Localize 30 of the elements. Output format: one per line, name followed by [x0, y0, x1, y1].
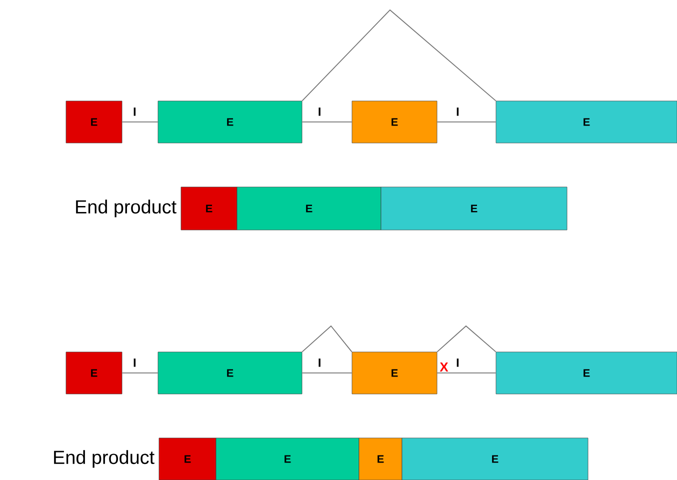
exon-box: E [216, 438, 360, 480]
row-label: End product [54, 450, 154, 468]
intron-line [122, 372, 158, 374]
edge-label: I [318, 108, 320, 116]
exon-box: E [66, 100, 122, 144]
exon-box: E [66, 352, 122, 394]
edge-label: I [134, 358, 136, 367]
splice-line [302, 9, 496, 102]
exon-box: E [496, 352, 677, 394]
edge-label: I [456, 108, 459, 116]
edge-label: I [134, 108, 136, 116]
mutation-mark: X [440, 362, 448, 372]
exon-box: E [352, 352, 438, 394]
exon-box: E [358, 438, 402, 480]
exon-box: E [158, 438, 216, 480]
row-label: End product [76, 200, 176, 218]
edge-label: I [456, 358, 459, 367]
splice-line [302, 325, 352, 352]
exon-box: E [380, 186, 568, 230]
exon-box: E [402, 438, 588, 480]
exon-box: E [352, 100, 438, 144]
exon-box: E [236, 186, 382, 230]
exon-box: E [158, 352, 302, 394]
exon-box: E [158, 100, 302, 144]
intron-line [436, 372, 496, 374]
splice-line [436, 325, 496, 352]
edge-label: I [318, 358, 320, 367]
exon-box: E [496, 100, 677, 144]
exon-box: E [180, 186, 238, 230]
intron-line [302, 372, 352, 374]
